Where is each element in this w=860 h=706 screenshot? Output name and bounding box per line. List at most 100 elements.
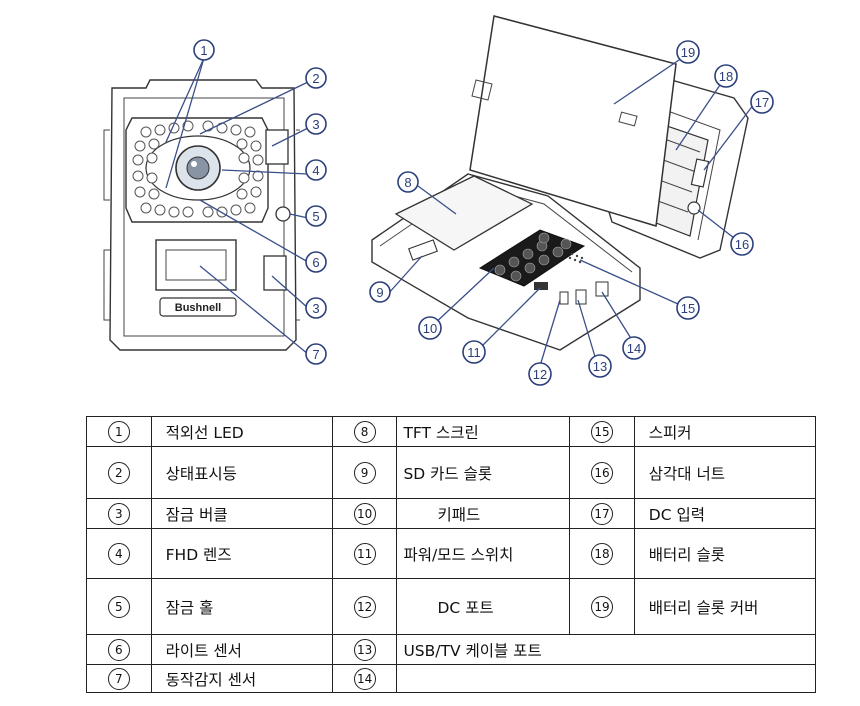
svg-text:7: 7: [312, 347, 319, 362]
battery-slot-cover: [469, 15, 677, 227]
legend-number: 3: [107, 502, 130, 525]
svg-text:9: 9: [376, 285, 383, 300]
callout-16: 16: [730, 232, 754, 256]
svg-text:6: 6: [312, 255, 319, 270]
legend-label: TFT 스크린: [396, 416, 571, 447]
legend-number: 2: [107, 461, 130, 484]
legend-label: [396, 664, 816, 693]
legend-number: 16: [590, 461, 613, 484]
svg-text:10: 10: [423, 321, 437, 336]
svg-text:14: 14: [627, 341, 641, 356]
legend-number: 12: [353, 595, 376, 618]
legend-label: DC 포트: [396, 578, 571, 635]
svg-text:4: 4: [312, 163, 319, 178]
callout-11: 11: [462, 340, 486, 364]
legend-label: 배터리 슬롯: [633, 528, 817, 579]
callout-18: 18: [714, 64, 738, 88]
legend-number: 8: [353, 420, 376, 443]
legend-label: 적외선 LED: [150, 416, 333, 447]
legend-label: 삼각대 너트: [633, 446, 817, 499]
legend-number: 5: [107, 595, 130, 618]
callout-9: 9: [369, 281, 391, 303]
svg-text:1: 1: [200, 43, 207, 58]
power-mode-switch: [534, 282, 548, 290]
callout-19: 19: [676, 40, 700, 64]
table-row: 3 잠금 버클 10 키패드 17 DC 입력: [86, 498, 817, 529]
table-row: 1 적외선 LED 8 TFT 스크린 15 스피커: [86, 416, 817, 447]
legend-label: FHD 렌즈: [150, 528, 333, 579]
svg-text:12: 12: [533, 367, 547, 382]
parts-legend-table: 1 적외선 LED 8 TFT 스크린 15 스피커 2 상태표시등 9 SD …: [86, 416, 817, 693]
svg-text:5: 5: [312, 209, 319, 224]
legend-number: 11: [353, 542, 376, 565]
legend-label: 배터리 슬롯 커버: [633, 578, 817, 635]
tripod-nut: [687, 201, 701, 215]
table-row: 2 상태표시등 9 SD 카드 슬롯 16 삼각대 너트: [86, 446, 817, 499]
legend-number: 9: [353, 461, 376, 484]
table-row: 5 잠금 홀 12 DC 포트 19 배터리 슬롯 커버: [86, 578, 817, 635]
legend-label: 키패드: [396, 498, 571, 529]
svg-text:19: 19: [681, 45, 695, 60]
tft-screen: [394, 175, 534, 251]
svg-text:17: 17: [755, 95, 769, 110]
callout-15: 15: [676, 296, 700, 320]
legend-label: 상태표시등: [150, 446, 333, 499]
svg-text:3: 3: [312, 301, 319, 316]
legend-number: 1: [107, 420, 130, 443]
infrared-led-array: [132, 120, 264, 218]
legend-label: 동작감지 센서: [150, 664, 333, 693]
legend-number: 10: [353, 502, 376, 525]
legend-label: 잠금 버클: [150, 498, 333, 529]
brand-logo: Bushnell: [175, 302, 221, 314]
callout-3-top: 3: [305, 113, 327, 135]
sd-card-slot: [408, 239, 438, 261]
lock-buckle-bottom: [263, 255, 287, 291]
legend-number: 18: [590, 542, 613, 565]
camera-front-view: Bushnell: [103, 79, 300, 351]
callout-10: 10: [418, 316, 442, 340]
legend-label: 스피커: [633, 416, 817, 447]
legend-number: 4: [107, 542, 130, 565]
legend-label: 라이트 센서: [150, 634, 333, 665]
callout-7: 7: [305, 343, 327, 365]
callout-2: 2: [305, 67, 327, 89]
camera-open-view: [371, 15, 749, 351]
svg-text:16: 16: [735, 237, 749, 252]
legend-label: SD 카드 슬롯: [396, 446, 571, 499]
legend-number: 19: [590, 595, 613, 618]
table-row: 6 라이트 센서 13 USB/TV 케이블 포트: [86, 634, 816, 665]
legend-number: 15: [590, 420, 613, 443]
table-row: 7 동작감지 센서 14: [86, 664, 816, 693]
dc-port: [559, 291, 569, 305]
svg-text:2: 2: [312, 71, 319, 86]
legend-number: 14: [353, 667, 376, 690]
dc-input: [690, 158, 710, 188]
svg-text:15: 15: [681, 301, 695, 316]
callout-14: 14: [622, 336, 646, 360]
callout-13: 13: [588, 354, 612, 378]
speaker-grille: [568, 252, 584, 264]
callout-17: 17: [750, 90, 774, 114]
legend-label: USB/TV 케이블 포트: [396, 634, 816, 665]
legend-number: 7: [107, 667, 130, 690]
callout-8: 8: [397, 171, 419, 193]
callout-6: 6: [305, 251, 327, 273]
table-row: 4 FHD 렌즈 11 파워/모드 스위치 18 배터리 슬롯: [86, 528, 817, 579]
keypad: [478, 229, 586, 287]
lock-hole: [275, 206, 291, 222]
svg-text:11: 11: [467, 345, 481, 360]
svg-text:18: 18: [719, 69, 733, 84]
svg-text:13: 13: [593, 359, 607, 374]
usb-tv-port: [575, 289, 587, 305]
legend-label: 잠금 홀: [150, 578, 333, 635]
legend-label: DC 입력: [633, 498, 817, 529]
legend-number: 6: [107, 638, 130, 661]
callout-5: 5: [305, 205, 327, 227]
callout-4: 4: [305, 159, 327, 181]
legend-number: 17: [590, 502, 613, 525]
svg-text:8: 8: [404, 175, 411, 190]
callout-12: 12: [528, 362, 552, 386]
legend-label: 파워/모드 스위치: [396, 528, 571, 579]
callout-3-bottom: 3: [305, 297, 327, 319]
lock-buckle-top: [265, 129, 289, 165]
